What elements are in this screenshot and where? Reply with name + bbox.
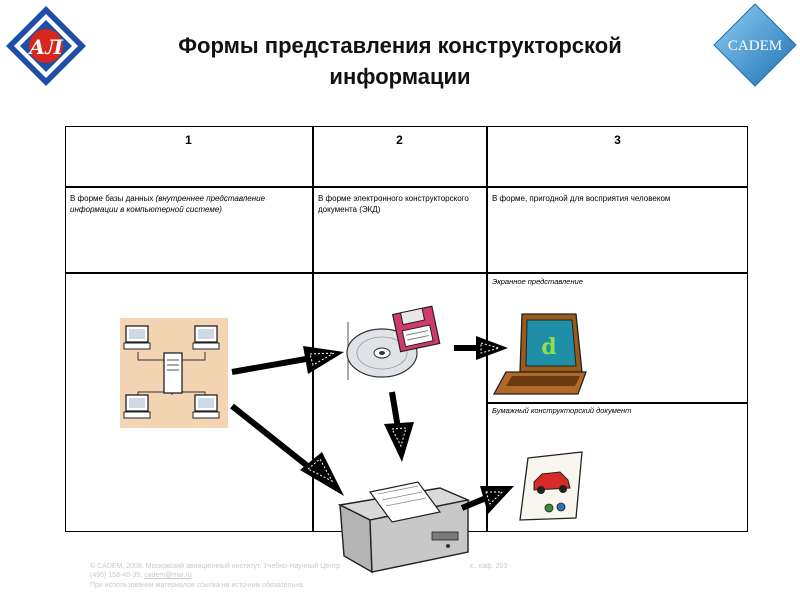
footer-copyright: © CADEM, 2008. Московский авиационный ин… — [90, 563, 340, 570]
arrow — [232, 406, 344, 496]
printer-icon — [340, 482, 468, 572]
arrow — [462, 486, 514, 514]
arrow — [384, 392, 414, 462]
cd-floppy-icon — [347, 306, 440, 380]
footer-line-2: (495) 158-40-35, cadem@mai.ru — [90, 572, 192, 579]
arrow — [232, 346, 344, 374]
footer-line-3: При использовании материалов ссылка на и… — [90, 582, 305, 589]
arrow — [454, 336, 508, 360]
laptop-screen-glyph: d — [541, 334, 556, 360]
database-network-icon — [120, 318, 228, 428]
footer-line-1: © CADEM, 2008. Московский авиационный ин… — [90, 563, 340, 570]
paper-drawing-icon — [520, 452, 582, 520]
laptop-icon: d — [494, 314, 586, 394]
footer-copyright-end: к., каф. 203 — [470, 563, 507, 570]
footer-email-link[interactable]: cadem@mai.ru — [144, 572, 192, 579]
footer-phone: (495) 158-40-35, — [90, 572, 142, 579]
